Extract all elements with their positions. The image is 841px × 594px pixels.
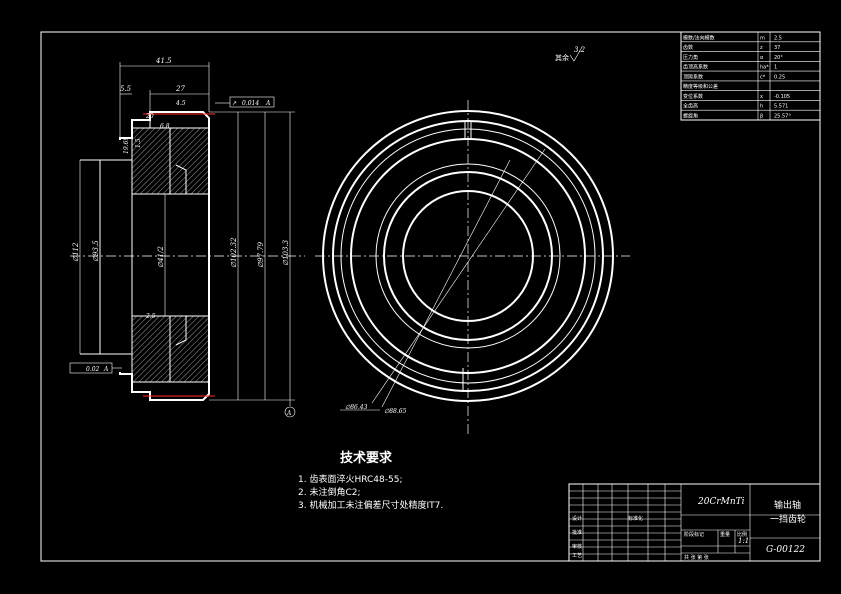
param-value: -0.105 (774, 94, 790, 100)
param-symbol: z (760, 45, 763, 51)
material-text: 20CrMnTi (697, 497, 745, 507)
param-symbol: x (760, 94, 763, 100)
param-symbol: m (760, 35, 765, 41)
param-symbol: α (760, 55, 764, 61)
param-name: 螺旋角 (683, 113, 698, 120)
param-value: 5.571 (774, 104, 788, 110)
dim-dia-112: ∅112 (72, 242, 80, 262)
param-value: 37 (774, 45, 780, 51)
svg-text:↗: ↗ (232, 100, 237, 107)
dim-dia-97: ∅97.79 (257, 241, 265, 268)
tech-req-item-3: 3. 机械加工未注偏差尺寸处精度IT7. (298, 499, 443, 511)
dim-width-inner: 27 (175, 85, 185, 93)
front-view: ∅86.43 ∅88.65 (315, 100, 630, 435)
tech-req-title: 技术要求 (340, 450, 393, 466)
part-name-1: 输出轴 (774, 499, 801, 511)
roughness-other-label: 其余 (555, 53, 569, 62)
scale-value: 1:1 (738, 537, 749, 545)
parameters-table: 模数/法向模数 m 2.5 齿数 z 37 压力角 α 20° 齿顶高系数 ha* 1 顶隙系数 c* 0.… (680, 31, 821, 121)
dim-small-b: 6.8 (160, 123, 170, 130)
dim-dia-86: ∅86.43 (345, 404, 368, 411)
datum-a-letter: A (286, 410, 292, 417)
dim-width-total: 41.5 (155, 57, 172, 65)
dim-small-f: 1.5 (135, 138, 142, 148)
process-label: 工艺 (572, 553, 582, 559)
title-block: 20CrMnTi 输出轴 一挡齿轮 G-00122 1:1 阶段标记 重量 比例… (568, 483, 821, 562)
roughness-other-symbol: 其余 3.2 (555, 46, 586, 62)
dim-dia-102: ∅102.32 (230, 237, 238, 268)
param-name: 顶隙系数 (683, 73, 703, 80)
param-name: 精度等级和公差 (683, 83, 718, 90)
dim-chamfer-left: 5.5 (120, 85, 132, 93)
param-name: 压力角 (683, 54, 698, 61)
dim-small-d: 2.5 (145, 313, 156, 320)
param-value: 25.57° (774, 114, 791, 120)
approve-label: 批准 (572, 529, 582, 536)
param-symbol: ha* (760, 65, 769, 71)
runout-value: 0.014 (242, 100, 259, 107)
param-name: 全齿高 (683, 103, 698, 110)
standard-label: 标准化 (628, 515, 643, 522)
drawing-border (40, 31, 821, 562)
param-name: 模数/法向模数 (683, 34, 715, 41)
part-name-2: 一挡齿轮 (770, 513, 806, 525)
param-name: 变位系数 (683, 93, 703, 100)
technical-requirements: 技术要求 1. 齿表面淬火HRC48-55; 2. 未注倒角C2; 3. 机械加… (298, 450, 443, 511)
param-value: 0.25 (774, 74, 785, 80)
dim-small-e: 19.69 (123, 137, 130, 154)
tech-req-item-1: 1. 齿表面淬火HRC48-55; (298, 473, 403, 485)
drawing-number: G-00122 (766, 545, 805, 555)
roughness-value: 3.2 (574, 46, 586, 54)
scale-label: 比例 (737, 531, 747, 538)
dim-small-a: 20 (145, 113, 154, 120)
param-value: 1 (774, 65, 777, 71)
weight-label: 重量 (720, 531, 730, 538)
param-symbol: β (760, 114, 763, 120)
dim-dia-103: ∅103.3 (282, 239, 290, 266)
sheets-label: 共 张 第 张 (684, 554, 709, 561)
design-label: 设计 (572, 515, 582, 522)
stage-label: 阶段标记 (684, 531, 704, 538)
param-value: 20° (774, 55, 783, 61)
flatness-value: 0.02 (86, 366, 100, 373)
dim-dia-41: ∅41/2 (157, 246, 165, 268)
review-label: 审核 (572, 543, 582, 550)
dim-dia-93: ∅93.5 (92, 240, 100, 262)
tech-req-item-2: 2. 未注倒角C2; (298, 486, 361, 498)
dim-dia-88: ∅88.65 (384, 408, 407, 415)
flatness-datum: A (103, 366, 109, 373)
param-symbol: c* (760, 74, 766, 80)
param-value: 2.5 (774, 35, 782, 41)
dim-small-c: 4.5 (175, 100, 186, 107)
param-symbol: h (760, 104, 763, 110)
runout-datum: A (265, 100, 271, 107)
param-name: 齿数 (683, 44, 693, 51)
section-view: ∅112 ∅93.5 ∅41/2 ∅102.32 ∅97.79 ∅103.3 4… (69, 57, 305, 418)
param-name: 齿顶高系数 (683, 64, 708, 71)
